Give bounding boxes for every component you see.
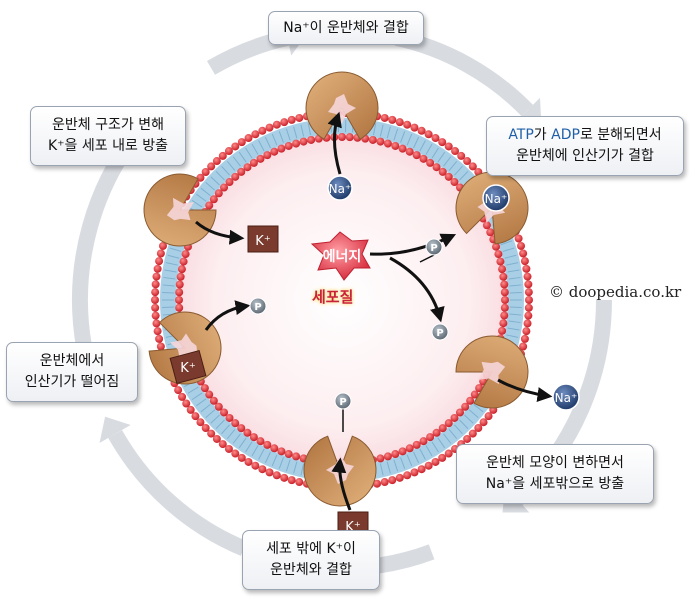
svg-text:P: P <box>430 243 437 254</box>
energy-star: 에너지 <box>310 231 371 281</box>
svg-text:K⁺: K⁺ <box>255 234 270 249</box>
cycle-arrow-1 <box>394 30 542 125</box>
step-box-1: Na⁺이 운반체와 결합 <box>268 11 424 45</box>
svg-text:P: P <box>436 328 443 339</box>
arrow-atp-to-phosphate <box>389 256 445 323</box>
step2-line2: 운반체에 인산기가 결합 <box>516 148 654 164</box>
step5-line1: 운반체에서 <box>39 353 105 369</box>
na-ion-released: Na⁺ <box>552 383 580 411</box>
step3-line1: 운반체 모양이 변하면서 <box>486 455 624 471</box>
carrier-top <box>305 71 379 140</box>
arrow-k-enter <box>331 457 352 511</box>
svg-text:Na⁺: Na⁺ <box>485 192 508 206</box>
step-box-2: ATP가 ADP로 분해되면서 운반체에 인산기가 결합 <box>486 116 684 176</box>
k-ion-left-bound: K⁺ <box>169 349 207 385</box>
cycle-arrow-4 <box>99 416 247 556</box>
phosphate-link-1 <box>419 254 435 263</box>
step-box-4: 세포 밖에 K⁺이 운반체와 결합 <box>242 530 380 590</box>
arrow-na-exit <box>497 378 553 402</box>
step-box-3: 운반체 모양이 변하면서 Na⁺을 세포밖으로 방출 <box>456 444 654 504</box>
phosphate-2: P <box>431 323 449 341</box>
svg-text:에너지: 에너지 <box>323 249 362 265</box>
svg-text:K⁺: K⁺ <box>180 361 195 376</box>
svg-text:P: P <box>254 302 261 313</box>
credit-text: © doopedia.co.kr <box>549 283 682 301</box>
svg-text:Na⁺: Na⁺ <box>555 391 578 405</box>
ion-movement-arrows <box>195 111 553 511</box>
step5-line2: 인산기가 떨어짐 <box>24 374 120 390</box>
phosphate-1: P <box>425 238 443 256</box>
arrow-k-release <box>195 220 245 245</box>
k-ion-inside: K⁺ <box>247 225 279 253</box>
step6-line1: 운반체 구조가 변해 <box>52 117 164 133</box>
cytoplasm-area <box>176 134 508 466</box>
step3-line2: Na⁺을 세포밖으로 방출 <box>485 476 625 492</box>
step2-line1: ATP가 ADP로 분해되면서 <box>508 127 662 143</box>
step-box-6: 운반체 구조가 변해 K⁺을 세포 내로 방출 <box>30 106 186 166</box>
cytoplasm-label: 세포질 <box>312 288 354 306</box>
arrow-na-enter <box>327 111 342 175</box>
svg-text:Na⁺: Na⁺ <box>329 182 352 196</box>
step1-text: Na⁺이 운반체와 결합 <box>283 19 409 36</box>
step6-line2: K⁺을 세포 내로 방출 <box>47 138 169 154</box>
svg-text:P: P <box>339 397 346 408</box>
carrier-left-top <box>143 173 217 247</box>
step4-line2: 운반체와 결합 <box>270 562 352 578</box>
step4-line1: 세포 밖에 K⁺이 <box>266 541 356 557</box>
na-ion-right-bound: Na⁺ <box>482 184 510 212</box>
arrow-phosphate-release <box>204 300 251 331</box>
arrow-atp-to-carrier <box>369 233 457 256</box>
phosphate-bottom-carrier: P <box>334 392 352 410</box>
carrier-right-bottom <box>455 335 529 409</box>
na-ion-top: Na⁺ <box>327 175 353 201</box>
step-box-5: 운반체에서 인산기가 떨어짐 <box>6 342 138 402</box>
phosphate-released: P <box>249 297 267 315</box>
